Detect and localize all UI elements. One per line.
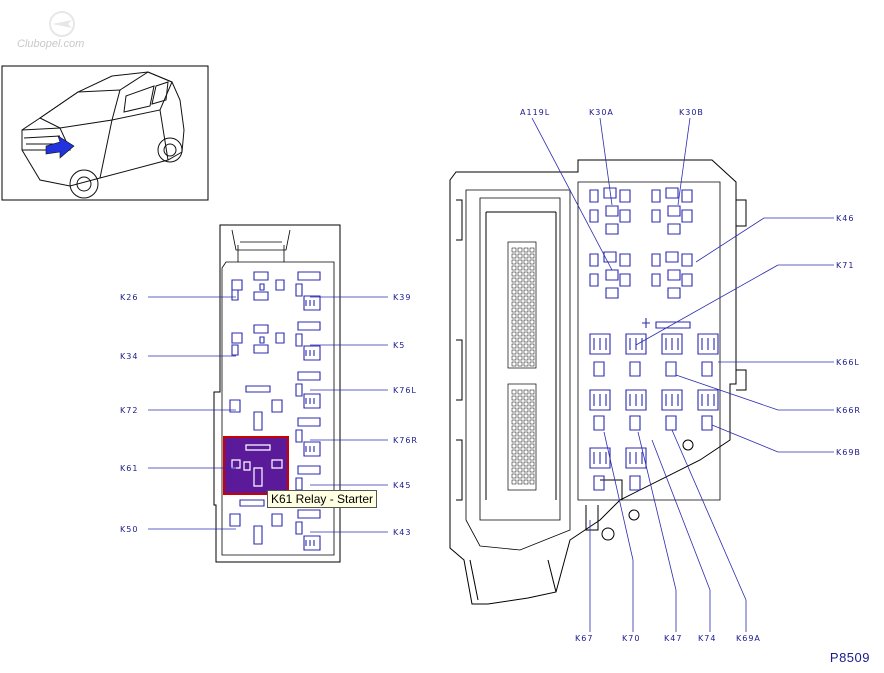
- diagram-reference: P8509: [829, 650, 870, 665]
- clubopel-logo: [49, 11, 75, 37]
- label-k61: K61: [120, 464, 138, 473]
- label-k74: K74: [698, 634, 716, 643]
- label-k43: K43: [393, 528, 411, 537]
- right-fuse-box: [449, 159, 747, 605]
- label-k46: K46: [836, 214, 854, 223]
- right-box-labels: A119L K30A K30B K46 K71 K66L K66R K69B K…: [520, 108, 861, 643]
- label-k70: K70: [622, 634, 640, 643]
- label-k66l: K66L: [836, 358, 860, 367]
- label-k26: K26: [120, 293, 138, 302]
- right-leader-lines: [531, 117, 834, 632]
- label-k72: K72: [120, 406, 138, 415]
- label-k69b: K69B: [836, 448, 861, 457]
- relay-tooltip: K61 Relay - Starter: [267, 490, 378, 508]
- connector-block: [507, 241, 537, 491]
- label-k5: K5: [393, 341, 405, 350]
- label-k34: K34: [120, 352, 138, 361]
- label-k30a: K30A: [589, 108, 614, 117]
- left-box-labels: K26 K34 K72 K61 K50 K39 K5 K76L K76R K45…: [120, 293, 418, 537]
- label-a119l: A119L: [520, 108, 550, 117]
- label-k50: K50: [120, 525, 138, 534]
- k61-relay-highlight[interactable]: [223, 436, 289, 495]
- label-k71: K71: [836, 261, 854, 270]
- label-k76r: K76R: [393, 436, 418, 445]
- car-icon: [21, 71, 185, 199]
- label-k39: K39: [393, 293, 411, 302]
- car-location-inset: [1, 65, 209, 201]
- watermark-text: Clubopel.com: [17, 38, 85, 50]
- label-k76l: K76L: [393, 386, 417, 395]
- label-k47: K47: [664, 634, 682, 643]
- label-k67: K67: [575, 634, 593, 643]
- label-k66r: K66R: [836, 406, 861, 415]
- label-k45: K45: [393, 481, 411, 490]
- location-arrow-icon: [45, 135, 75, 159]
- right-box-relays: [589, 187, 719, 491]
- left-fuse-box: [148, 224, 388, 563]
- label-k69a: K69A: [736, 634, 761, 643]
- label-k30b: K30B: [679, 108, 704, 117]
